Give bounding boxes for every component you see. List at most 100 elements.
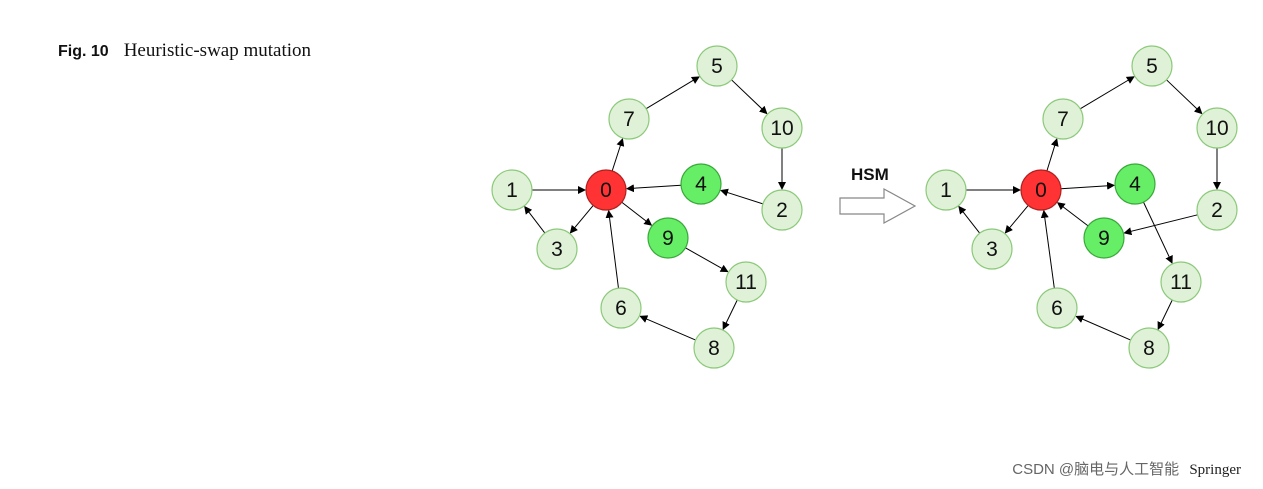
node-label: 3 xyxy=(986,238,998,261)
node-circle xyxy=(1160,261,1202,303)
node-label: 1 xyxy=(940,179,952,202)
watermark: CSDN @脑电与人工智能 Springer xyxy=(1012,458,1241,479)
node-label: 11 xyxy=(735,271,757,294)
edge-0-to-4 xyxy=(1060,181,1116,190)
edge-7-to-5 xyxy=(645,76,700,110)
edge-0-to-3 xyxy=(1004,205,1029,234)
node-circle xyxy=(696,45,738,87)
node-3: 3 xyxy=(971,228,1013,270)
node-circle xyxy=(1131,45,1173,87)
node-label: 9 xyxy=(1098,227,1110,250)
hsm-label: HSM xyxy=(851,165,889,184)
node-circle xyxy=(1020,169,1062,211)
node-label: 7 xyxy=(1057,108,1069,131)
edge-2-to-4 xyxy=(720,188,764,205)
node-label: 2 xyxy=(776,199,788,222)
node-6: 6 xyxy=(600,287,642,329)
csdn-watermark: CSDN @脑电与人工智能 xyxy=(1012,461,1180,478)
edge-0-to-3 xyxy=(569,205,594,234)
node-label: 11 xyxy=(1170,271,1192,294)
edge-4-to-0 xyxy=(625,184,682,193)
node-4: 4 xyxy=(680,163,722,205)
node-10: 10 xyxy=(761,107,803,149)
edge-7-to-5 xyxy=(1079,76,1135,110)
node-10: 10 xyxy=(1196,107,1238,149)
edge-8-to-6 xyxy=(1075,315,1131,341)
node-1: 1 xyxy=(925,169,967,211)
node-circle xyxy=(1196,189,1238,231)
node-circle xyxy=(536,228,578,270)
node-circle xyxy=(1036,287,1078,329)
node-7: 7 xyxy=(1042,98,1084,140)
hsm-arrow-icon xyxy=(839,187,917,225)
node-5: 5 xyxy=(696,45,738,87)
edge-8-to-6 xyxy=(639,315,696,341)
node-circle xyxy=(491,169,533,211)
node-label: 3 xyxy=(551,238,563,261)
edge-5-to-10 xyxy=(1166,79,1203,115)
node-circle xyxy=(725,261,767,303)
hsm-transition: HSM xyxy=(839,165,917,225)
node-circle xyxy=(680,163,722,205)
node-label: 10 xyxy=(1205,117,1228,140)
node-label: 0 xyxy=(600,179,612,202)
edge-5-to-10 xyxy=(731,79,768,115)
node-0: 0 xyxy=(585,169,627,211)
node-circle xyxy=(1196,107,1238,149)
edge-11-to-8 xyxy=(722,299,738,331)
node-7: 7 xyxy=(608,98,650,140)
edge-2-to-9 xyxy=(1123,214,1198,236)
edge-4-to-11 xyxy=(1143,201,1173,264)
node-4: 4 xyxy=(1114,163,1156,205)
node-circle xyxy=(600,287,642,329)
node-2: 2 xyxy=(1196,189,1238,231)
graph-after: 0 1 3 7 5 10 2 4 9 11 8 6 xyxy=(925,45,1238,369)
node-label: 10 xyxy=(770,117,793,140)
node-0: 0 xyxy=(1020,169,1062,211)
node-11: 11 xyxy=(1160,261,1202,303)
edge-6-to-0 xyxy=(605,209,619,289)
node-8: 8 xyxy=(1128,327,1170,369)
edge-3-to-1 xyxy=(524,205,546,234)
edge-0-to-7 xyxy=(1046,138,1059,172)
node-circle xyxy=(1114,163,1156,205)
node-label: 8 xyxy=(708,337,720,360)
node-circle xyxy=(971,228,1013,270)
edge-3-to-1 xyxy=(958,205,981,234)
node-circle xyxy=(647,217,689,259)
node-label: 4 xyxy=(695,173,707,196)
node-label: 5 xyxy=(1146,55,1158,78)
node-circle xyxy=(608,98,650,140)
edge-9-to-0 xyxy=(1056,202,1089,227)
node-circle xyxy=(693,327,735,369)
node-circle xyxy=(1042,98,1084,140)
node-5: 5 xyxy=(1131,45,1173,87)
node-circle xyxy=(585,169,627,211)
node-label: 7 xyxy=(623,108,635,131)
node-1: 1 xyxy=(491,169,533,211)
figure-number: Fig. 10 xyxy=(58,43,109,60)
node-6: 6 xyxy=(1036,287,1078,329)
edge-9-to-11 xyxy=(685,247,729,273)
node-9: 9 xyxy=(647,217,689,259)
node-label: 9 xyxy=(662,227,674,250)
edge-11-to-8 xyxy=(1157,299,1173,331)
node-circle xyxy=(761,189,803,231)
node-label: 6 xyxy=(615,297,627,320)
node-label: 8 xyxy=(1143,337,1155,360)
node-11: 11 xyxy=(725,261,767,303)
node-circle xyxy=(1128,327,1170,369)
node-circle xyxy=(1083,217,1125,259)
node-label: 4 xyxy=(1129,173,1141,196)
edge-6-to-0 xyxy=(1040,209,1055,289)
edge-0-to-9 xyxy=(621,201,653,226)
figure-title: Heuristic-swap mutation xyxy=(123,40,312,61)
node-label: 2 xyxy=(1211,199,1223,222)
node-9: 9 xyxy=(1083,217,1125,259)
edge-0-to-7 xyxy=(611,138,625,172)
node-3: 3 xyxy=(536,228,578,270)
springer-logo: Springer xyxy=(1189,462,1241,478)
node-label: 5 xyxy=(711,55,723,78)
node-label: 6 xyxy=(1051,297,1063,320)
